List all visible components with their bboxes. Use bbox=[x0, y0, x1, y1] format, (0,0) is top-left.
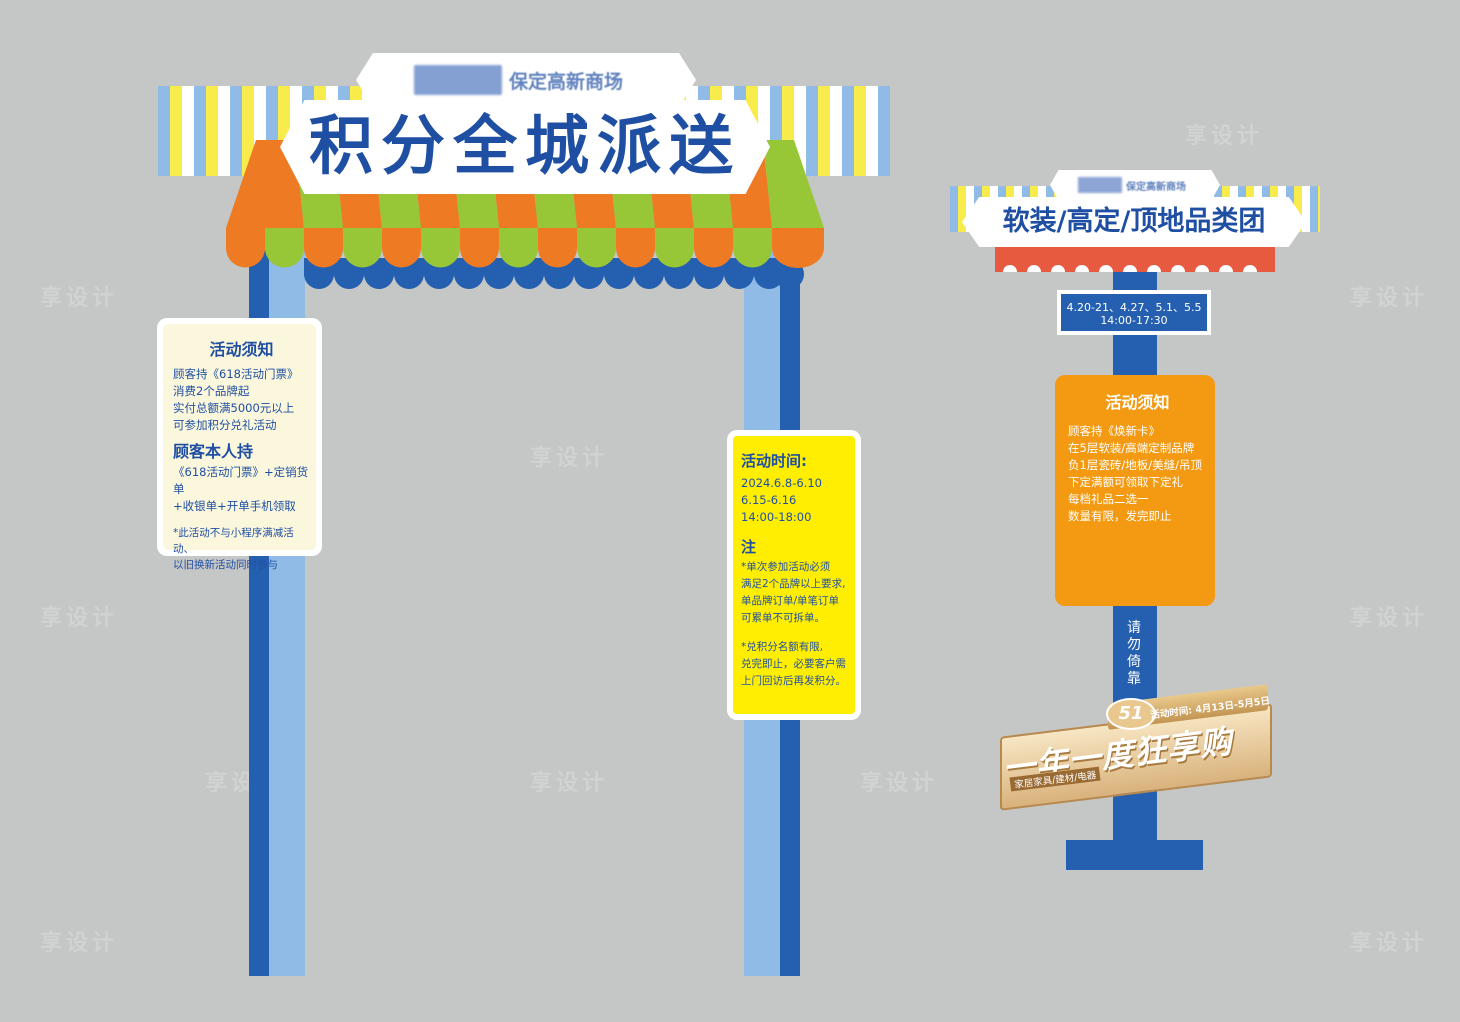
note-line: *单次参加活动必须 bbox=[741, 561, 831, 573]
notice-line: 数量有限，发完即止 bbox=[1068, 509, 1172, 523]
note-line: 单品牌订单/单笔订单 bbox=[741, 595, 840, 607]
notice-heading: 活动须知 bbox=[1105, 393, 1170, 412]
notice-line: 在5层软装/高端定制品牌 bbox=[1068, 441, 1195, 455]
notice-heading: 活动时间: bbox=[741, 452, 807, 470]
notice-footnote: *此活动不与小程序满减活动、 bbox=[173, 527, 294, 555]
notice-line: 实付总额满5000元以上 bbox=[173, 401, 295, 415]
note-heading: 注 bbox=[741, 538, 757, 556]
sign-dates: 4.20-21、4.27、5.1、5.5 bbox=[1066, 301, 1202, 314]
do-not-lean-label: 请勿倚靠 bbox=[1127, 620, 1141, 687]
watermark: 享设计 bbox=[40, 931, 119, 956]
notice-line: 《618活动门票》+定销货单 bbox=[173, 465, 309, 496]
sign-logo-plate: 保定高新商场 bbox=[1050, 170, 1220, 200]
note-line: 兑完即止，必要客户需 bbox=[741, 658, 846, 670]
notice-subheading: 顾客本人持 bbox=[173, 442, 254, 461]
notice-footnote: 以旧换新活动同时参与 bbox=[173, 559, 278, 571]
notice-line: 消费2个品牌起 bbox=[173, 384, 250, 398]
watermark: 享设计 bbox=[1185, 124, 1264, 149]
arch-logo-plate: 保定高新商场 bbox=[356, 53, 696, 107]
note-line: 可累单不可拆单。 bbox=[741, 612, 825, 624]
sign-time: 14:00-17:30 bbox=[1100, 314, 1168, 327]
sign-notice: 活动须知 顾客持《焕新卡》 在5层软装/高端定制品牌 负1层瓷砖/地板/美缝/吊… bbox=[1055, 375, 1215, 606]
logo-icon bbox=[1078, 177, 1122, 193]
watermark: 享设计 bbox=[1350, 931, 1429, 956]
notice-line: 可参加积分兑礼活动 bbox=[173, 418, 277, 432]
watermark: 享设计 bbox=[40, 606, 119, 631]
arch-notice-left: 活动须知 顾客持《618活动门票》 消费2个品牌起 实付总额满5000元以上 可… bbox=[157, 318, 322, 571]
note-line: 上门回访后再发积分。 bbox=[741, 675, 846, 687]
arch-notice-right: 活动时间: 2024.6.8-6.10 6.15-6.16 14:00-18:0… bbox=[727, 430, 861, 720]
notice-line: 顾客持《618活动门票》 bbox=[173, 367, 299, 381]
watermark: 享设计 bbox=[40, 286, 119, 311]
notice-line: +收银单+开单手机领取 bbox=[173, 499, 296, 513]
note-line: *兑积分名额有限, bbox=[741, 641, 824, 653]
watermark: 享设计 bbox=[860, 771, 939, 796]
notice-line: 每档礼品二选一 bbox=[1068, 492, 1149, 506]
watermark: 享设计 bbox=[530, 446, 609, 471]
notice-heading: 活动须知 bbox=[209, 340, 274, 359]
watermark: 享设计 bbox=[1350, 286, 1429, 311]
promo-badge: 51 活动时间: 4月13日-5月5日 一年一度狂享购 家居家具/建材/电器 bbox=[1000, 684, 1275, 811]
notice-line: 负1层瓷砖/地板/美缝/吊顶 bbox=[1068, 458, 1202, 472]
notice-line: 顾客持《焕新卡》 bbox=[1068, 424, 1160, 438]
arch-title: 积分全城派送 bbox=[309, 110, 741, 184]
sign-base bbox=[1066, 840, 1203, 870]
badge-number: 51 bbox=[1106, 698, 1156, 730]
arch-title-plate: 积分全城派送 bbox=[280, 100, 770, 194]
sign-awning bbox=[995, 246, 1275, 272]
date-line: 6.15-6.16 bbox=[741, 493, 797, 507]
date-line: 2024.6.8-6.10 bbox=[741, 476, 822, 490]
note-line: 满足2个品牌以上要求, bbox=[741, 578, 846, 590]
watermark: 享设计 bbox=[1350, 606, 1429, 631]
date-line: 14:00-18:00 bbox=[741, 510, 812, 524]
notice-line: 下定满额可领取下定礼 bbox=[1068, 475, 1183, 489]
arch-logo-text: 保定高新商场 bbox=[509, 71, 624, 93]
sign-date-box: 4.20-21、4.27、5.1、5.5 14:00-17:30 bbox=[1057, 290, 1211, 335]
logo-icon bbox=[414, 65, 502, 95]
sign-title-plate: 软装/高定/顶地品类团 bbox=[962, 197, 1306, 247]
sign-title: 软装/高定/顶地品类团 bbox=[1002, 206, 1266, 237]
watermark: 享设计 bbox=[530, 771, 609, 796]
sign-logo-text: 保定高新商场 bbox=[1126, 182, 1186, 193]
